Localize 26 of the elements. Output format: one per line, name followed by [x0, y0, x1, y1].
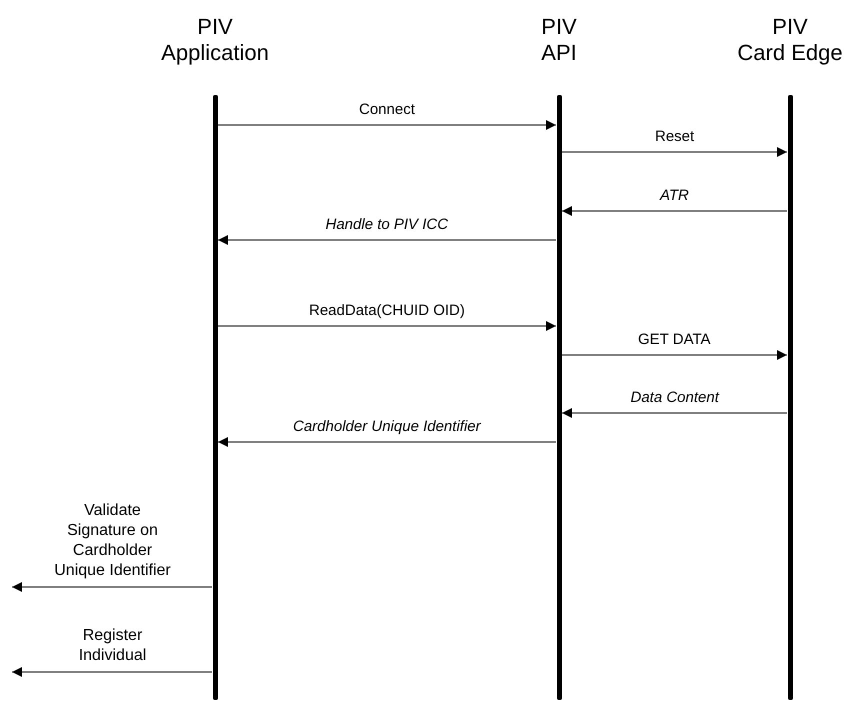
message-label: Cardholder Unique Identifier — [293, 418, 481, 436]
message-arrow — [562, 147, 788, 157]
message-label: Reset — [655, 128, 694, 146]
lifeline-header: PIV — [540, 14, 578, 40]
message-arrow — [218, 321, 556, 331]
message-label: Register Individual — [78, 626, 148, 666]
message-arrow — [12, 582, 212, 592]
message-arrow — [218, 235, 556, 245]
message-label: ATR — [660, 187, 689, 205]
message-arrow — [218, 120, 556, 130]
lifeline-header: PIV — [196, 14, 234, 40]
message-arrow — [562, 350, 788, 360]
message-arrow — [12, 667, 212, 677]
message-label: Connect — [359, 101, 415, 119]
message-arrow — [562, 408, 788, 418]
message-label: ReadData(CHUID OID) — [309, 302, 465, 320]
message-label: Data Content — [630, 389, 719, 407]
message-label: Handle to PIV ICC — [326, 216, 448, 234]
lifeline-header: API — [540, 40, 578, 66]
lifeline-header: Application — [160, 40, 270, 66]
message-arrow — [218, 437, 556, 447]
message-label: Validate Signature on Cardholder Unique Identifier — [53, 501, 172, 581]
message-arrow — [562, 206, 788, 216]
message-label: GET DATA — [638, 331, 711, 349]
lifeline-header: Card Edge — [736, 40, 844, 66]
lifeline-header: PIV — [771, 14, 809, 40]
